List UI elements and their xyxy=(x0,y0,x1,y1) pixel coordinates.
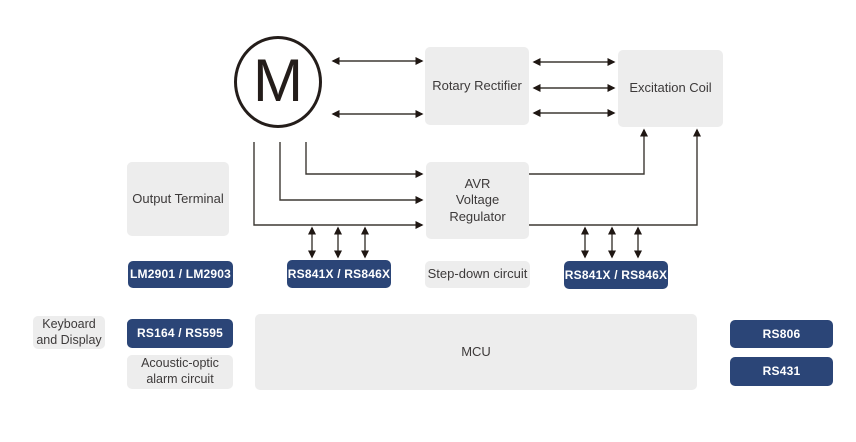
chip-label: LM2901 / LM2903 xyxy=(129,267,232,281)
node-label: Rotary Rectifier xyxy=(432,77,522,93)
chip-rs164-rs595: RS164 / RS595 xyxy=(127,319,233,348)
node-keyboard-and-display: Keyboard and Display xyxy=(33,316,105,349)
node-label-line2: alarm circuit xyxy=(146,372,214,386)
node-rotary-rectifier: Rotary Rectifier xyxy=(425,47,529,125)
node-label-line1: Acoustic-optic xyxy=(141,356,219,371)
chip-rs806: RS806 xyxy=(730,320,833,348)
chip-label: RS431 xyxy=(762,364,801,378)
node-label-line2: and Display xyxy=(36,332,102,347)
node-label-line2: Voltage Regulator xyxy=(449,192,506,224)
node-avr-voltage-regulator: AVR Voltage Regulator xyxy=(426,162,529,239)
node-label-line1: Keyboard xyxy=(42,316,96,331)
node-label: Step-down circuit xyxy=(427,266,528,282)
node-label: Excitation Coil xyxy=(629,80,712,96)
motor-label: M xyxy=(253,46,303,114)
chip-rs841x-rs846x-left: RS841X / RS846X xyxy=(287,260,391,288)
chip-label: RS841X / RS846X xyxy=(287,266,391,281)
chip-label: RS164 / RS595 xyxy=(137,326,223,340)
node-step-down-circuit: Step-down circuit xyxy=(425,261,530,288)
node-label: Output Terminal xyxy=(132,190,224,206)
node-mcu: MCU xyxy=(255,314,697,390)
node-excitation-coil: Excitation Coil xyxy=(618,50,723,127)
node-output-terminal: Output Terminal xyxy=(127,162,229,236)
node-label-line1: AVR xyxy=(464,176,491,192)
chip-lm2901-lm2903: LM2901 / LM2903 xyxy=(128,261,233,288)
motor-symbol: M xyxy=(234,36,322,128)
node-acoustic-optic-alarm-circuit: Acoustic-optic alarm circuit xyxy=(127,355,233,389)
chip-label: RS806 xyxy=(762,326,801,341)
chip-rs431: RS431 xyxy=(730,357,833,386)
chip-rs841x-rs846x-right: RS841X / RS846X xyxy=(564,261,668,289)
node-label: MCU xyxy=(461,343,491,359)
chip-label: RS841X / RS846X xyxy=(564,267,668,282)
